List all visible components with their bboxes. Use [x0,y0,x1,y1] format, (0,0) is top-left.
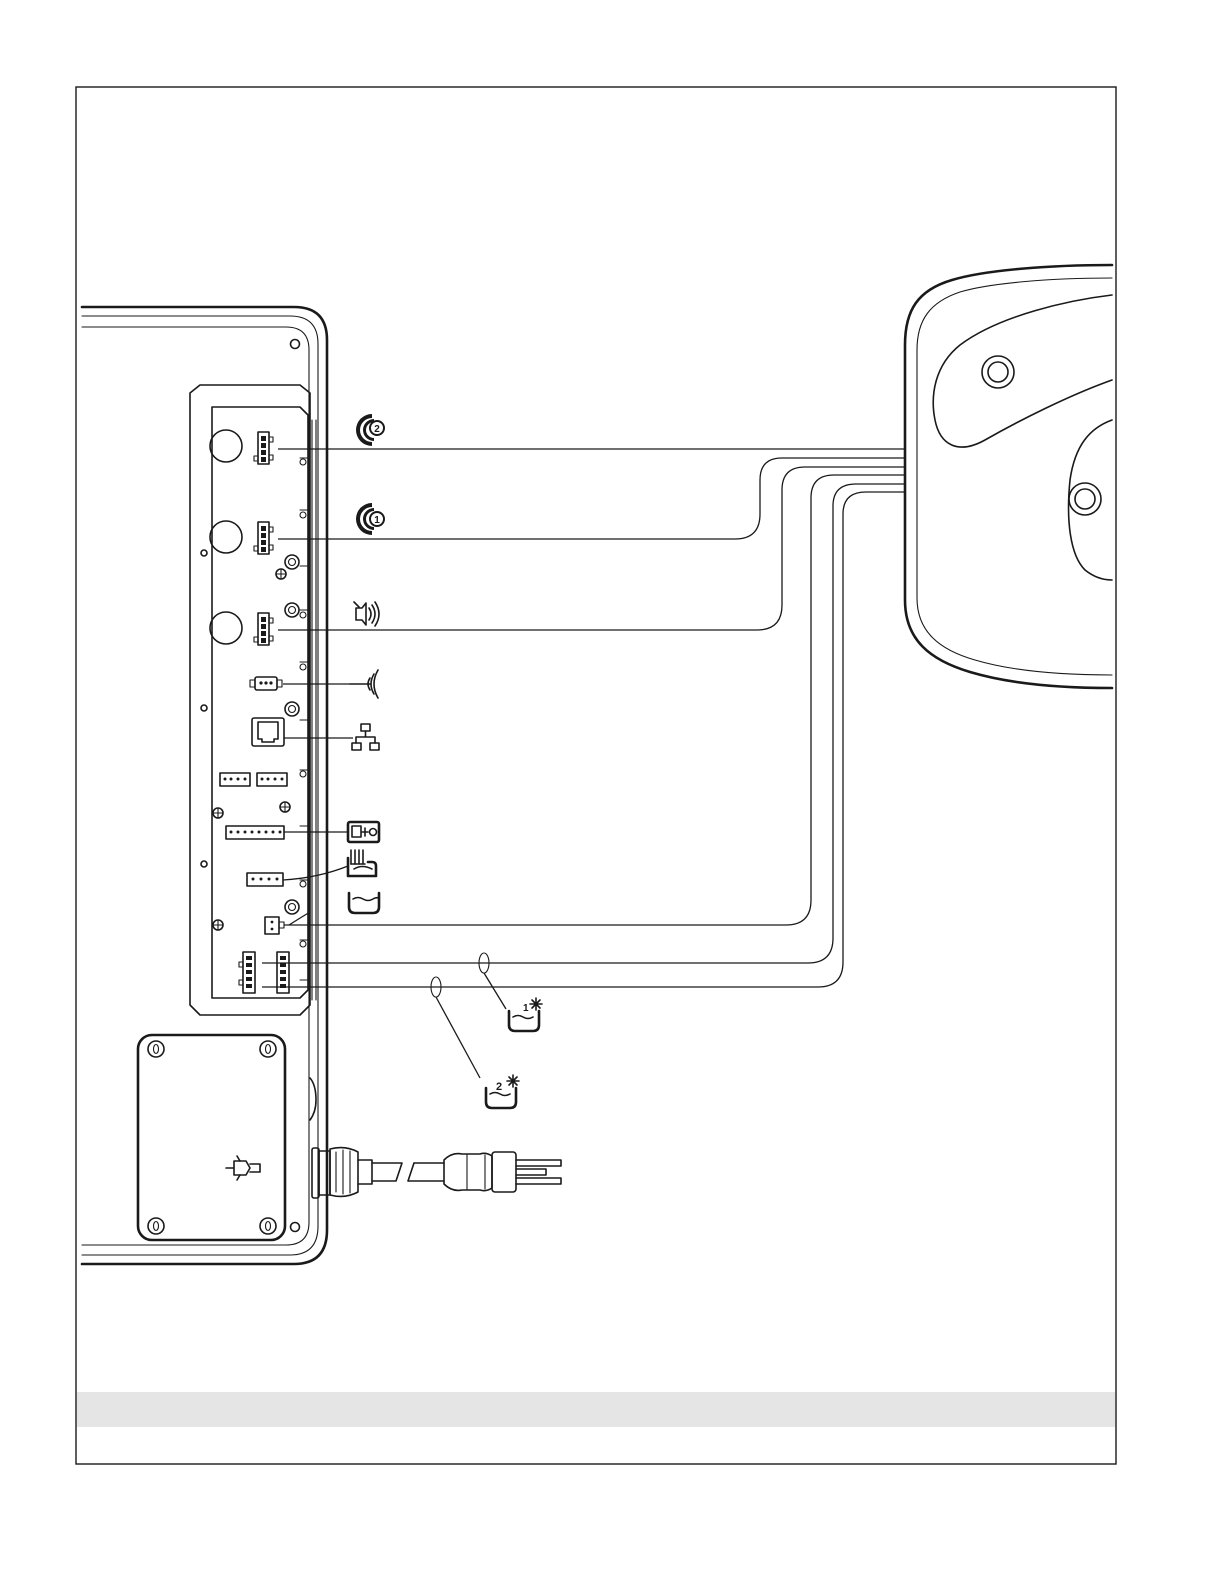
control-panel-header [226,826,284,839]
page-frame [76,87,1116,1464]
bath-shell [905,265,1112,688]
network-jack [252,718,284,746]
screws [213,569,290,930]
wire-air-pump-1 [262,484,906,963]
power-plug-icon [226,1156,260,1180]
power-cord [372,1152,561,1192]
control-box [82,307,372,1264]
footer-band [77,1392,1115,1427]
aux-headers [220,773,287,786]
light-zone-1-connector [254,522,273,554]
remote-sensor-icon [350,670,378,698]
wire-bath-level [284,475,906,925]
speaker-icon [354,602,379,626]
bath-level-icon [349,893,379,913]
network-icon [352,724,379,750]
light-zone-2-connector [254,432,273,464]
light-zone-1-icon: 1 [356,503,384,535]
light-zone-2-icon: 2 [356,414,384,446]
control-panel-icon [348,822,379,842]
speaker-connector [254,613,273,645]
bath-air-2-number: 2 [496,1081,502,1093]
remote-sensor-connector [250,677,282,690]
bath-air-2-icon: 2 [486,1075,519,1108]
bath-air-1-icon: 1 [509,998,542,1031]
light-zone-1-number: 1 [374,515,380,526]
power-junction-box [138,1035,285,1240]
light-zone-2-number: 2 [374,424,380,435]
heater-header [247,873,283,886]
wiring [262,449,906,1078]
bath-air-1-number: 1 [523,1003,529,1014]
bath-heater-icon [348,850,376,876]
edge-notches [300,458,308,980]
cable-gland [310,1078,372,1198]
level-sensor-connector [265,917,284,934]
